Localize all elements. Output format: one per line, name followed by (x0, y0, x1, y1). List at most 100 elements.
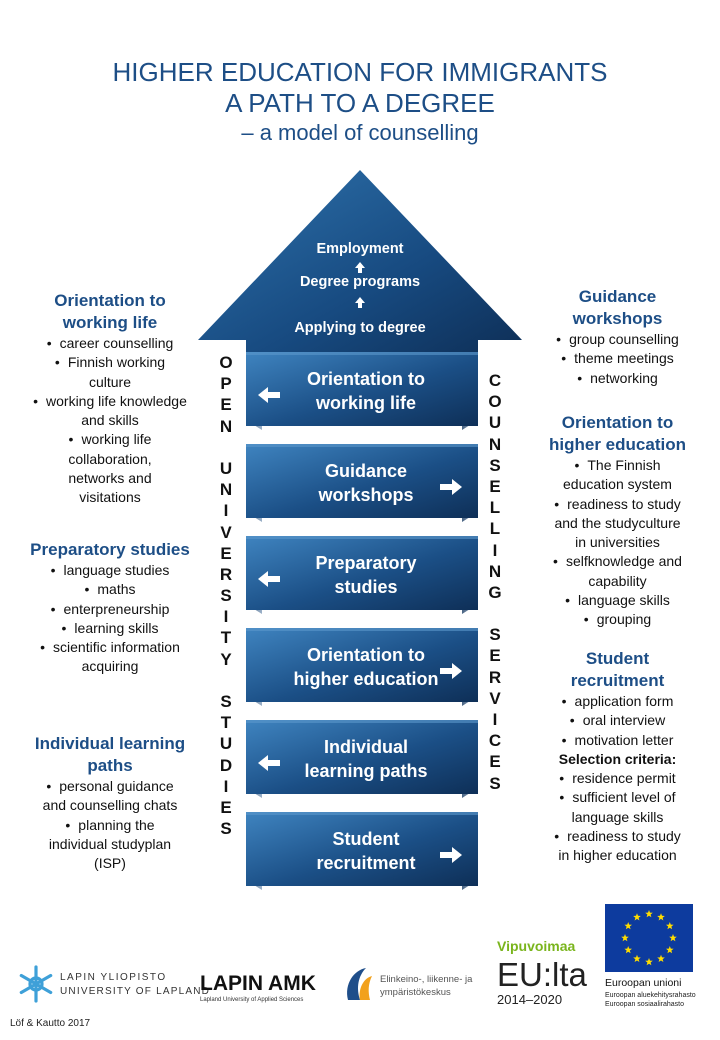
vertical-letter: E (489, 476, 501, 496)
vertical-letter: L (489, 519, 501, 539)
panel-list-item: Finnish working (10, 353, 210, 372)
step-label-line-1: Preparatory (315, 553, 416, 573)
title-line-1: HIGHER EDUCATION FOR IMMIGRANTS (112, 57, 608, 87)
panel-list-item: language studies (10, 561, 210, 580)
step-label-line-1: Orientation to (307, 645, 425, 665)
step-block-body (246, 628, 478, 702)
panel-list-item: maths (10, 580, 210, 599)
arrow-top-label: Employment (316, 241, 403, 257)
vertical-letter: S (489, 773, 501, 793)
vertical-letter: I (492, 710, 498, 729)
step-block-body (246, 352, 478, 426)
vertical-letter: G (488, 582, 502, 602)
panel-list-item: culture (88, 373, 132, 390)
title-subtitle: – a model of counselling (241, 120, 479, 145)
panel-list-item: Selection criteria: (558, 750, 677, 767)
vertical-letter: D (219, 755, 233, 775)
vipu-mid: EU:lta (497, 956, 588, 993)
vertical-letter: N (219, 416, 233, 436)
panel-heading: Preparatory studies (30, 540, 190, 559)
vertical-letter: I (223, 501, 229, 521)
vertical-letter: U (219, 458, 233, 478)
panel-list-item: language skills (520, 591, 715, 610)
left-panel-individual-learning-paths: Individual learningpathspersonal guidanc… (10, 733, 210, 873)
vertical-letter: T (220, 628, 232, 648)
panel-list-item: sufficient level of (520, 788, 715, 807)
panel-list: career counsellingFinnish workingculture… (10, 334, 210, 508)
right-arrow-icon (440, 479, 462, 495)
eu-star-icon (624, 922, 632, 930)
vertical-letter: I (492, 540, 498, 560)
panel-list-item: scientific information (10, 638, 210, 657)
panel-list-item: capability (588, 572, 647, 589)
vertical-letter: I (223, 607, 229, 627)
panel-list-item: visitations (79, 489, 141, 506)
vertical-letter: S (489, 455, 501, 475)
panel-list-item: working life knowledge (10, 392, 210, 411)
vertical-letter: S (220, 819, 232, 839)
vertical-letter (483, 603, 507, 624)
eu-star-icon (621, 934, 629, 942)
panel-list: application formoral interviewmotivation… (520, 692, 715, 866)
panel-list: language studiesmathsenterpreneurshiplea… (10, 561, 210, 677)
right-panel-student-recruitment: Studentrecruitmentapplication formoral i… (520, 648, 715, 866)
panel-list-item: language skills (571, 808, 664, 825)
step-block-body (246, 812, 478, 886)
step-label-line-1: Student (333, 829, 400, 849)
vertical-letter: N (219, 480, 233, 500)
arrow-top-label: Applying to degree (294, 320, 425, 336)
panel-list-item: collaboration, (68, 450, 152, 467)
panel-list-item: education system (563, 476, 672, 493)
vipu-years: 2014–2020 (497, 992, 562, 1007)
vertical-letter: C (488, 371, 502, 390)
panel-list-item: (ISP) (94, 855, 126, 872)
vertical-letter: E (220, 543, 232, 563)
panel-list-item: individual studyplan (48, 835, 172, 852)
panel-list-item: networks and (68, 470, 152, 487)
vertical-letter: P (220, 374, 232, 394)
vertical-letter: L (489, 498, 501, 518)
step-label-line-2: recruitment (316, 853, 415, 873)
snowflake-logo-icon (19, 965, 53, 1003)
ely-logo-icon (347, 968, 372, 1000)
eu-star-icon (645, 958, 653, 966)
ely-line-1: Elinkeino-, liikenne- ja (380, 974, 473, 985)
panel-list-item: readiness to study (520, 827, 715, 846)
lapin-amk-sub: Lapland University of Applied Sciences (200, 997, 303, 1003)
left-panel-preparatory-studies: Preparatory studies language studiesmaths… (10, 539, 210, 677)
vertical-letter (214, 670, 238, 691)
eu-name: Euroopan unioni (605, 977, 681, 989)
lapin-amk-logo: LAPIN AMK (200, 972, 316, 995)
vertical-letter: E (489, 752, 501, 772)
eu-star-icon (633, 954, 641, 962)
vertical-letter: U (219, 734, 233, 754)
up-arrow-icon (355, 262, 365, 273)
vertical-letter: C (488, 731, 502, 751)
step-label-line-1: Individual (324, 737, 408, 757)
panel-list-item: in higher education (558, 847, 677, 864)
step-block-body (246, 536, 478, 610)
panel-list-item: networking (520, 369, 715, 388)
right-panel-guidance-workshops: Guidanceworkshopsgroup counsellingtheme … (520, 286, 715, 388)
vertical-letter: R (219, 564, 233, 584)
panel-list: group counsellingtheme meetingsnetworkin… (520, 330, 715, 388)
panel-list-item: residence permit (520, 769, 715, 788)
eu-star-icon (633, 913, 641, 921)
step-label-line-2: workshops (317, 485, 413, 505)
eu-star-icon (645, 910, 653, 918)
lapland-uni-en: UNIVERSITY OF LAPLAND (60, 986, 210, 997)
logos-strip: LAPIN YLIOPISTO UNIVERSITY OF LAPLAND LA… (19, 904, 696, 1008)
left-arrow-icon (258, 387, 280, 403)
